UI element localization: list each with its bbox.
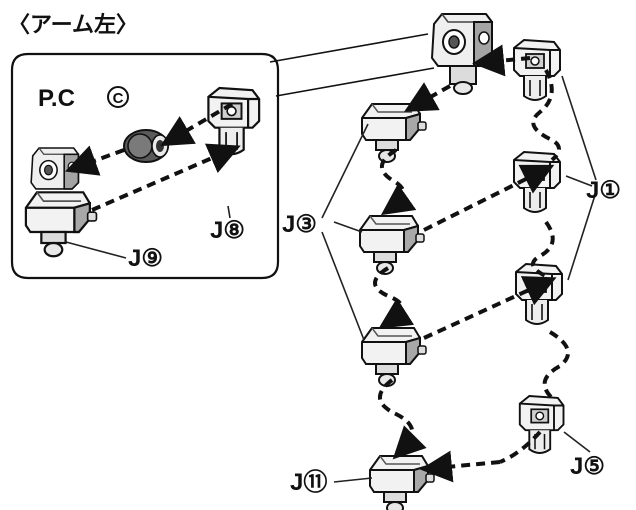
- leader-j3-top: [321, 123, 369, 219]
- j3-arm-mid: [359, 215, 425, 275]
- inset-arrow-j8-to-pc: [160, 102, 234, 147]
- leader-j3-mid: [333, 221, 363, 233]
- inset-arrow-pc-to-j9: [64, 145, 125, 176]
- leader-j1-top: [561, 75, 597, 181]
- label-j1: J①: [586, 177, 621, 204]
- leader-j1-low: [567, 191, 597, 281]
- label-j8: J⑧: [210, 217, 245, 244]
- diagram-title: 〈アーム左〉: [8, 12, 138, 37]
- arrow-to-j11: [420, 450, 501, 483]
- arrow-j3-to-j1-mid: [423, 164, 555, 232]
- pc-circled-mark: C: [107, 86, 129, 108]
- path-j1-low-down: [542, 330, 570, 400]
- j3-arm-low: [361, 327, 427, 387]
- path-j1-top-down: [531, 69, 561, 162]
- inset-arrow-j9-to-j8: [91, 143, 241, 212]
- path-j3-mid-down: [373, 266, 415, 329]
- path-j5-down: [499, 430, 542, 464]
- leader-j3-low: [321, 231, 365, 341]
- label-j11: J⑪: [290, 468, 327, 496]
- svg-text:C: C: [113, 90, 124, 107]
- arrow-head-to-j3: [404, 82, 451, 112]
- label-pc: P.C: [38, 85, 75, 112]
- path-j3-top-down: [380, 148, 417, 216]
- j11-arm: [369, 455, 435, 510]
- leader-j5: [563, 431, 591, 453]
- arrow-j3-to-j1-low: [423, 276, 557, 340]
- path-j1-mid-down: [531, 220, 555, 280]
- leader-j11: [333, 477, 373, 483]
- label-j9: J⑨: [128, 245, 163, 272]
- arrow-j1-to-head: [472, 44, 531, 77]
- path-j3-low-down: [378, 378, 427, 460]
- label-j3: J③: [282, 211, 317, 238]
- pc-connector-icon: [123, 129, 169, 163]
- head-joint: [431, 13, 493, 95]
- label-j5: J⑤: [570, 453, 605, 480]
- leader-j1-mid: [565, 175, 593, 187]
